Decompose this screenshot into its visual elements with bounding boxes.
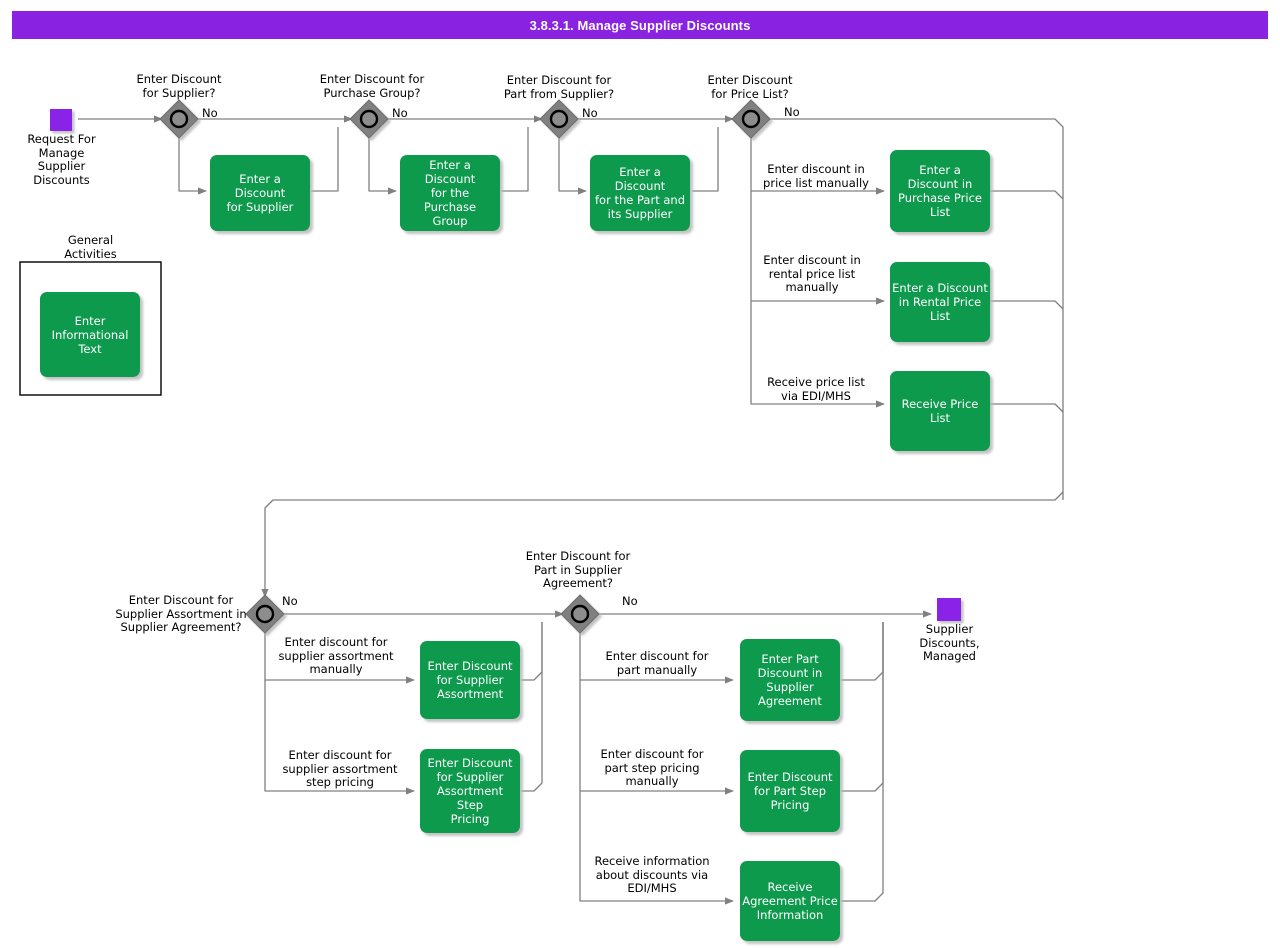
- activity-enter-discount-part-step-pricing[interactable]: [740, 750, 840, 832]
- activity-enter-discount-supplier[interactable]: [210, 155, 310, 231]
- no-label-gw-purchase-group: No: [392, 106, 408, 120]
- edge-part-supplier-box-merge: [692, 127, 719, 192]
- edge-gw-price-list-no: [768, 118, 1064, 500]
- gateway-label-gw-part-from-supplier: Enter Discount for Part from Supplier?: [503, 73, 615, 101]
- activity-receive-agreement-price-information[interactable]: [740, 861, 840, 941]
- end-event-shape[interactable]: [937, 598, 961, 621]
- edge-gw-supplier-yes: [178, 136, 207, 195]
- no-label-gw-part-from-supplier: No: [582, 106, 598, 120]
- activity-enter-discount-purchase-price-list[interactable]: [890, 150, 990, 232]
- edge-supplier-assortment-step: [264, 680, 415, 795]
- activity-shapes: [40, 150, 990, 941]
- no-label-gw-supplier: No: [202, 106, 218, 120]
- gateway-shapes: [159, 99, 771, 634]
- edge-label-price-list-manual: Enter discount in price list manually: [763, 162, 869, 190]
- gateway-label-gw-supplier-assortment: Enter Discount for Supplier Assortment i…: [115, 593, 247, 634]
- edge-part-discount-merge: [841, 622, 884, 681]
- activity-enter-discount-supplier-assortment[interactable]: [420, 641, 520, 719]
- gateway-label-gw-part-in-agreement: Enter Discount for Part in Supplier Agre…: [525, 549, 631, 590]
- gateway-gw-part-in-agreement[interactable]: [560, 594, 600, 634]
- edge-gw-part-from-supplier-yes: [558, 136, 587, 195]
- gateway-gw-part-from-supplier[interactable]: [539, 99, 579, 139]
- gateway-gw-purchase-group[interactable]: [349, 99, 389, 139]
- no-label-gw-price-list: No: [784, 105, 800, 119]
- start-event-label: Request For Manage Supplier Discounts: [27, 132, 96, 187]
- group-general-activities-title: General Activities: [64, 233, 117, 261]
- end-event-label: Supplier Discounts, Managed: [919, 622, 980, 663]
- edge-gw-purchase-group-yes: [368, 136, 397, 195]
- edge-supplier-assortment-box-merge: [521, 622, 543, 681]
- gateway-gw-supplier-assortment[interactable]: [245, 594, 285, 634]
- edge-label-part-step-pricing-manual: Enter discount for part step pricing man…: [600, 747, 704, 788]
- no-label-gw-supplier-assortment: No: [282, 594, 298, 608]
- edge-purchase-price-list-merge: [990, 190, 1064, 200]
- group-general-activities: [19, 261, 162, 396]
- edge-receive-agreement-merge: [841, 622, 884, 902]
- gateway-gw-price-list[interactable]: [731, 99, 771, 139]
- activity-enter-discount-rental-price-list[interactable]: [890, 262, 990, 342]
- activity-enter-discount-supplier-assortment-step-pricing[interactable]: [420, 749, 520, 833]
- gateway-label-gw-price-list: Enter Discount for Price List?: [707, 73, 793, 101]
- edge-supplier-box-merge: [311, 127, 339, 192]
- activity-enter-part-discount-supplier-agreement[interactable]: [740, 639, 840, 721]
- gateway-label-gw-purchase-group: Enter Discount for Purchase Group?: [319, 72, 425, 100]
- edge-label-supplier-assortment-step: Enter discount for supplier assortment s…: [282, 748, 398, 789]
- gateway-gw-supplier[interactable]: [159, 99, 199, 139]
- edge-purchase-group-box-merge: [501, 127, 529, 192]
- page-title-bar: 3.8.3.1. Manage Supplier Discounts: [12, 11, 1268, 39]
- edge-label-rental-price-list-manual: Enter discount in rental price list manu…: [763, 253, 861, 294]
- edge-label-receive-price-list-edi: Receive price list via EDI/MHS: [767, 375, 865, 403]
- start-event-shape[interactable]: [50, 109, 72, 131]
- edge-supplier-assortment-step-merge: [521, 622, 543, 792]
- edge-receive-discounts-edi: [579, 791, 734, 905]
- page-title: 3.8.3.1. Manage Supplier Discounts: [529, 17, 751, 33]
- gateway-label-gw-supplier: Enter Discount for Supplier?: [136, 72, 222, 100]
- edge-label-receive-discounts-edi: Receive information about discounts via …: [594, 854, 710, 895]
- edge-rail-to-gw-supplier-assortment: [261, 491, 1064, 598]
- no-label-gw-part-in-agreement: No: [622, 594, 638, 608]
- edge-part-step-merge: [841, 622, 884, 792]
- edge-rental-price-list-merge: [990, 300, 1064, 310]
- activity-receive-price-list[interactable]: [890, 371, 990, 451]
- edge-label-part-manual: Enter discount for part manually: [605, 649, 709, 677]
- edge-receive-price-list-merge: [990, 403, 1064, 413]
- activity-enter-discount-part-supplier[interactable]: [590, 155, 690, 231]
- edge-receive-price-list-edi: [750, 301, 885, 408]
- activity-enter-informational-text[interactable]: [40, 292, 140, 377]
- edge-label-supplier-assortment-manual: Enter discount for supplier assortment m…: [278, 635, 394, 676]
- activity-enter-discount-purchase-group[interactable]: [400, 155, 500, 231]
